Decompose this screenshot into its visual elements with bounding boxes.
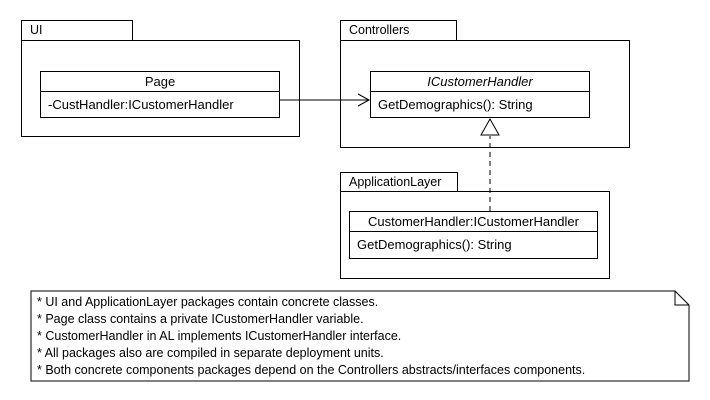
note: * UI and ApplicationLayer packages conta… xyxy=(37,294,677,379)
icustomerhandler-title: ICustomerHandler xyxy=(371,72,589,92)
icustomerhandler-method: GetDemographics(): String xyxy=(378,97,533,112)
applicationlayer-package-label: ApplicationLayer xyxy=(349,175,442,189)
customerhandler-method: GetDemographics(): String xyxy=(357,237,512,252)
note-fold-corner-icon xyxy=(674,291,689,306)
applicationlayer-package-tab: ApplicationLayer xyxy=(340,172,458,191)
note-line: * Page class contains a private ICustome… xyxy=(37,312,364,326)
customerhandler-title: CustomerHandler:ICustomerHandler xyxy=(350,212,597,232)
controllers-package-tab: Controllers xyxy=(340,20,457,40)
controllers-package-label: Controllers xyxy=(349,23,410,37)
note-line: * CustomerHandler in AL implements ICust… xyxy=(37,329,402,343)
note-line: * UI and ApplicationLayer packages conta… xyxy=(37,295,379,309)
ui-package-label: UI xyxy=(30,23,43,37)
note-line: * Both concrete components packages depe… xyxy=(37,363,586,377)
page-class-title: Page xyxy=(41,72,279,92)
page-class: Page -CustHandler:ICustomerHandler xyxy=(40,71,280,118)
customerhandler-class: CustomerHandler:ICustomerHandler GetDemo… xyxy=(349,211,598,259)
note-line: * All packages also are compiled in sepa… xyxy=(37,346,384,360)
ui-package-tab: UI xyxy=(21,20,133,40)
icustomerhandler-interface: ICustomerHandler GetDemographics(): Stri… xyxy=(370,71,590,118)
page-class-attribute: -CustHandler:ICustomerHandler xyxy=(48,97,234,112)
